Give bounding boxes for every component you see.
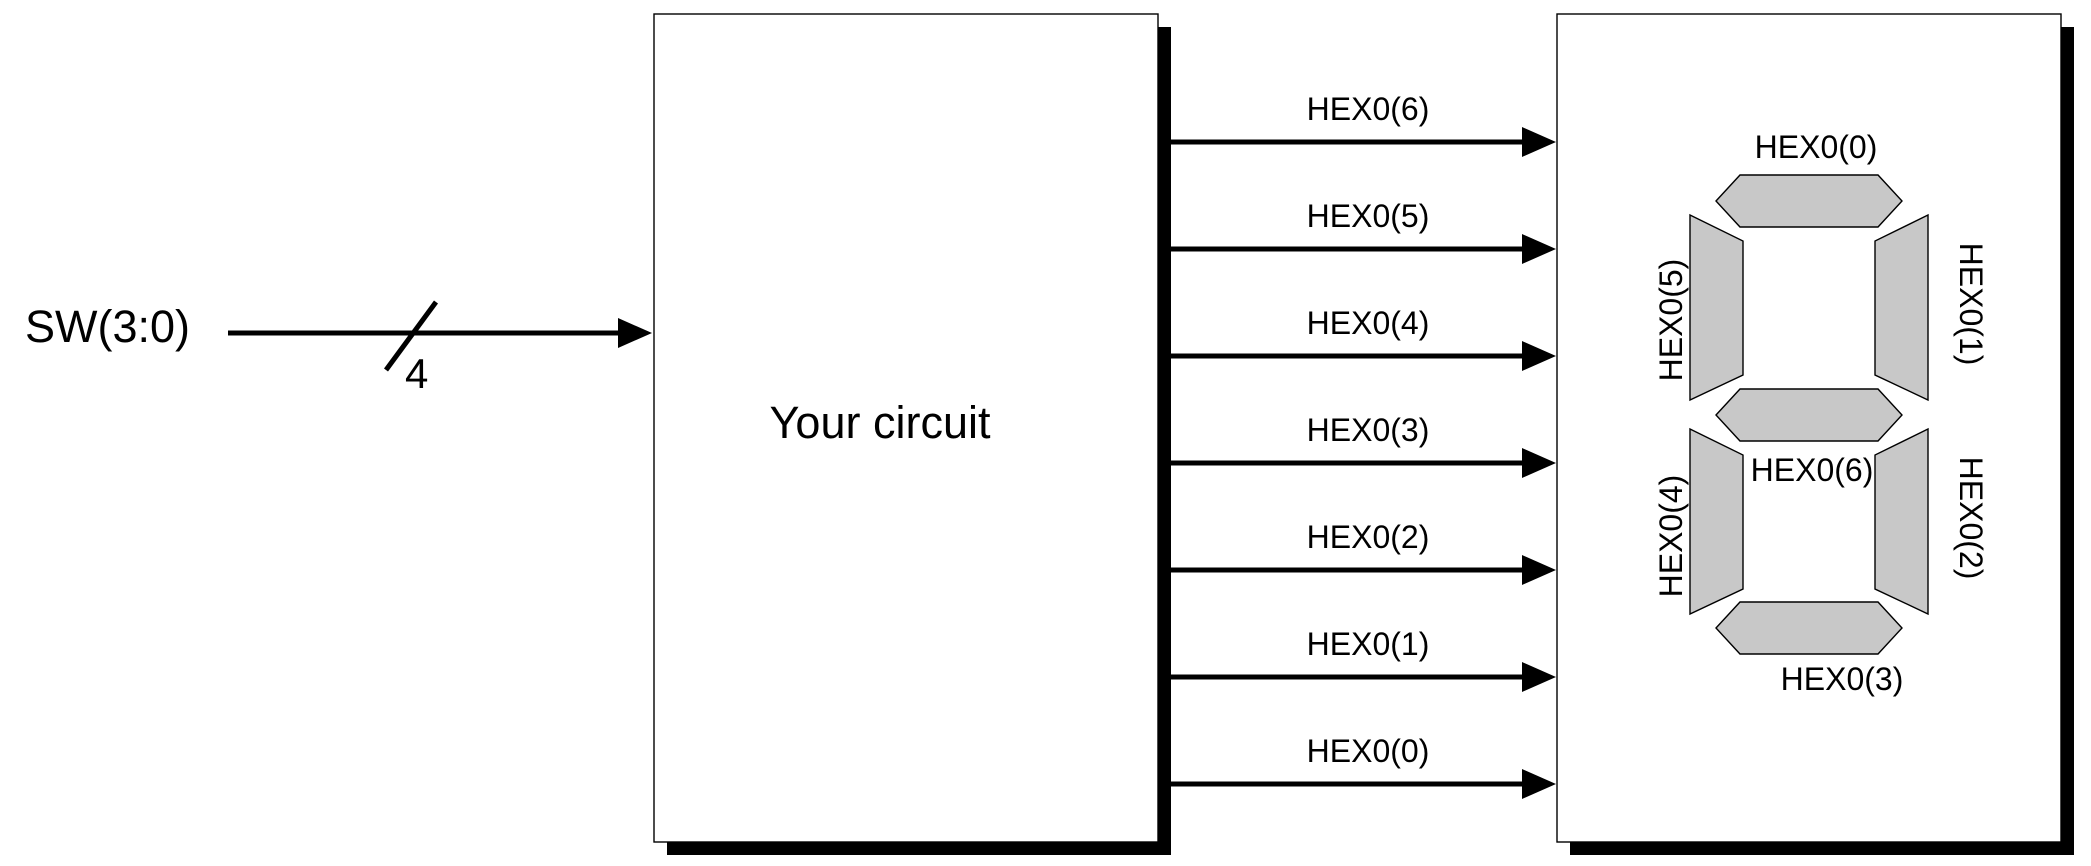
segment-label-e: HEX0(4): [1653, 475, 1689, 598]
output-wires: HEX0(6) HEX0(5) HEX0(4) HEX0(3) HEX0(2) HEX0(…: [1171, 91, 1556, 799]
output-arrowhead: [1522, 127, 1556, 157]
segment-d: [1715, 601, 1903, 655]
segment-g: [1715, 388, 1903, 442]
segment-f: [1689, 213, 1744, 402]
output-label: HEX0(1): [1307, 626, 1430, 662]
output-label: HEX0(0): [1307, 733, 1430, 769]
output-label: HEX0(3): [1307, 412, 1430, 448]
output-label: HEX0(2): [1307, 519, 1430, 555]
output-label: HEX0(5): [1307, 198, 1430, 234]
segment-c: [1874, 427, 1929, 616]
output-arrowhead: [1522, 769, 1556, 799]
output-arrowhead: [1522, 341, 1556, 371]
segment-b: [1874, 213, 1929, 402]
segment-label-b: HEX0(1): [1953, 243, 1989, 366]
output-arrowhead: [1522, 234, 1556, 264]
bus-width-label: 4: [405, 350, 428, 397]
circuit-block: [653, 13, 1159, 843]
output-label: HEX0(6): [1307, 91, 1430, 127]
input-bus-arrowhead: [618, 318, 652, 348]
segment-label-g: HEX0(6): [1751, 452, 1874, 488]
input-label: SW(3:0): [25, 301, 190, 352]
output-arrowhead: [1522, 662, 1556, 692]
output-label: HEX0(4): [1307, 305, 1430, 341]
output-arrowhead: [1522, 448, 1556, 478]
circuit-label: Your circuit: [770, 397, 991, 448]
segment-label-a: HEX0(0): [1755, 129, 1878, 165]
output-arrowhead: [1522, 555, 1556, 585]
bus-slash: [383, 300, 439, 372]
segment-label-d: HEX0(3): [1781, 661, 1904, 697]
segment-e: [1689, 427, 1744, 616]
segment-label-c: HEX0(2): [1953, 457, 1989, 580]
segment-a: [1715, 174, 1903, 228]
segment-label-f: HEX0(5): [1653, 259, 1689, 382]
seven-segment-display: HEX0(0) HEX0(6) HEX0(3) HEX0(5) HEX0(4) …: [1653, 129, 1989, 697]
